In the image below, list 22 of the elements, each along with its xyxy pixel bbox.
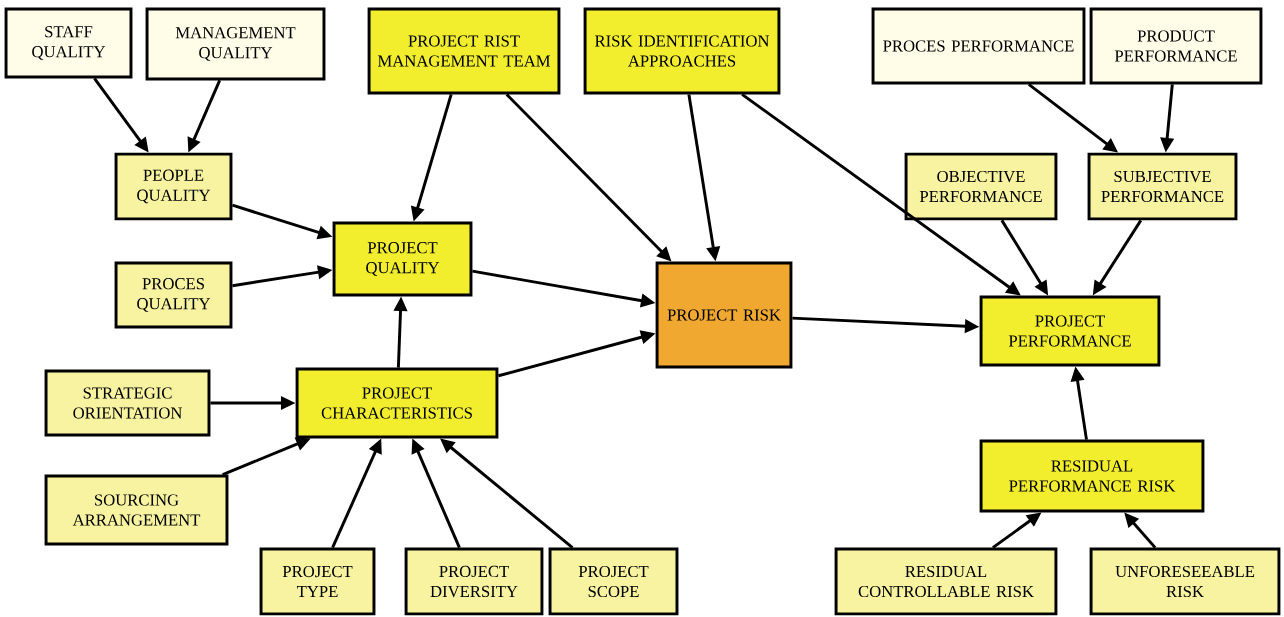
concept-box: PROJECT QUALITY	[332, 221, 473, 297]
concept-box: PROJECT CHARACTERISTICS	[295, 367, 499, 439]
concept-box: UNFORESEEABLE RISK	[1089, 547, 1281, 616]
concept-box: PROJECT TYPE	[259, 547, 376, 616]
concept-box: SOURCING ARRANGEMENT	[44, 474, 229, 546]
concept-box: PROJECT PERFORMANCE	[979, 295, 1161, 367]
concept-box: PEOPLE QUALITY	[114, 152, 233, 221]
concept-box: RESIDUAL CONTROLLABLE RISK	[834, 547, 1058, 616]
concept-box: PROJECT RISK	[655, 261, 793, 369]
concept-box: RESIDUAL PERFORMANCE RISK	[979, 439, 1205, 513]
concept-box: RISK IDENTIFICATION APPROACHES	[583, 7, 781, 95]
concept-box: MANAGEMENT QUALITY	[145, 7, 326, 81]
concept-box: PROJECT SCOPE	[548, 547, 679, 616]
concept-box: OBJECTIVE PERFORMANCE	[904, 152, 1058, 221]
concept-box: PROJECT DIVERSITY	[404, 547, 544, 616]
concept-box: PROCES QUALITY	[114, 261, 233, 329]
concept-box: PROJECT RIST MANAGEMENT TEAM	[367, 7, 561, 95]
concept-box: PRODUCT PERFORMANCE	[1089, 7, 1263, 85]
concept-box: STRATEGIC ORIENTATION	[44, 369, 211, 437]
concept-box: PROCES PERFORMANCE	[871, 7, 1086, 85]
concept-box: STAFF QUALITY	[4, 7, 133, 79]
concept-box: SUBJECTIVE PERFORMANCE	[1087, 152, 1238, 221]
